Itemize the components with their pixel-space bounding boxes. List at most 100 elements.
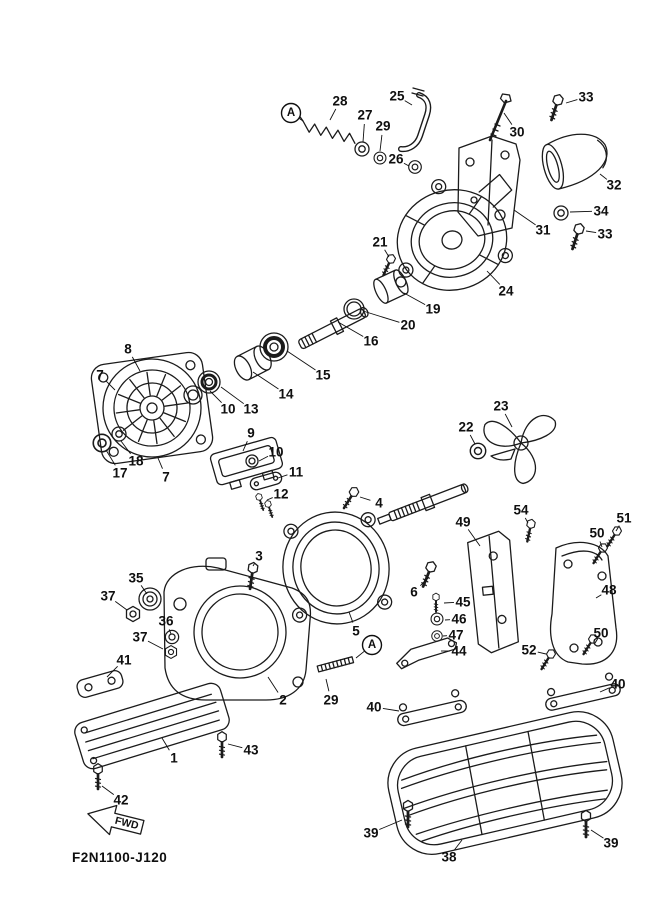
bolt-4 <box>339 484 362 512</box>
bearing-housing-8 <box>90 351 214 465</box>
leader-line <box>106 381 116 391</box>
bracket-41 <box>76 670 124 698</box>
ride-plate-1 <box>74 682 230 770</box>
part-callout-29: 29 <box>375 119 390 134</box>
bolt-33-upper <box>545 91 566 123</box>
part-callout-40: 40 <box>366 700 381 715</box>
leader-line <box>325 678 330 692</box>
part-callout-39: 39 <box>363 826 378 841</box>
part-callout-19: 19 <box>425 302 440 317</box>
washer-22 <box>469 442 487 460</box>
washer-27 <box>354 141 370 157</box>
leader-line <box>359 496 371 501</box>
screws-12 <box>254 491 276 519</box>
part-callout-12: 12 <box>273 487 288 502</box>
leader-line <box>469 434 476 445</box>
ring-10-lower <box>245 454 259 468</box>
leader-line <box>277 474 288 479</box>
diagram-code: F2N1100-J120 <box>72 850 167 865</box>
leader-line <box>131 356 141 372</box>
bracket-40-left <box>397 689 467 727</box>
leader-line <box>227 743 243 749</box>
leader-line <box>379 134 383 152</box>
part-callout-43: 43 <box>243 743 259 758</box>
leader-line <box>420 577 429 586</box>
leader-line <box>114 600 128 611</box>
leader-line <box>362 310 400 323</box>
leader-line <box>599 541 603 548</box>
leader-line <box>467 529 481 547</box>
part-callout-40: 40 <box>610 677 625 692</box>
leader-line <box>384 249 390 258</box>
leader-line <box>595 594 602 599</box>
part-callout-38: 38 <box>441 850 457 865</box>
part-callout-28: 28 <box>332 94 348 109</box>
stud-29 <box>316 656 355 673</box>
part-callout-32: 32 <box>606 178 621 193</box>
bearing-13 <box>197 370 221 394</box>
part-callout-47: 47 <box>448 628 463 643</box>
part-callout-17: 17 <box>112 466 127 481</box>
leader-line <box>403 162 410 167</box>
fwd-arrow-label: FWD <box>114 815 141 833</box>
part-callout-34: 34 <box>593 204 609 219</box>
part-callout-5: 5 <box>352 624 360 639</box>
part-callout-9: 9 <box>247 426 255 441</box>
washer-35 <box>138 587 162 611</box>
reference-markers: AA <box>280 102 383 656</box>
leader-line <box>147 640 164 650</box>
nut-37-lower <box>164 644 178 660</box>
part-callout-24: 24 <box>498 284 514 299</box>
fwd-arrow: FWD <box>87 804 145 836</box>
part-callout-31: 31 <box>535 223 551 238</box>
impeller-duct-5 <box>282 511 393 625</box>
washer-17 <box>92 433 112 453</box>
part-callout-11: 11 <box>289 465 304 480</box>
part-callout-6: 6 <box>410 585 418 600</box>
part-callout-10: 10 <box>220 402 235 417</box>
part-callout-26: 26 <box>388 152 404 167</box>
washer-26 <box>408 160 422 174</box>
leader-line <box>565 99 578 104</box>
part-callout-15: 15 <box>315 368 331 383</box>
part-callout-8: 8 <box>124 342 132 357</box>
part-callout-14: 14 <box>278 387 294 402</box>
washer-29 <box>373 151 387 165</box>
leader-line <box>286 350 316 371</box>
part-callout-37: 37 <box>100 589 115 604</box>
leader-line <box>267 676 279 693</box>
part-callout-48: 48 <box>601 583 617 598</box>
part-callout-4: 4 <box>375 496 383 511</box>
part-callout-39: 39 <box>603 836 618 851</box>
bolt-54 <box>522 517 537 544</box>
housing-fins <box>115 371 189 445</box>
part-callout-37: 37 <box>132 630 147 645</box>
leader-line <box>168 629 172 635</box>
bracket-40-right <box>545 672 621 711</box>
leader-line <box>524 517 529 524</box>
impeller-housing-24 <box>396 173 513 291</box>
part-callout-33: 33 <box>578 90 594 105</box>
steering-nozzle-32 <box>541 133 608 190</box>
bracket-arm-44 <box>396 637 458 670</box>
nut-37-upper <box>125 605 141 623</box>
part-callout-27: 27 <box>357 108 372 123</box>
part-callout-29: 29 <box>323 693 338 708</box>
leader-line <box>504 413 513 428</box>
leader-line <box>404 100 413 106</box>
leader-line <box>106 666 118 678</box>
intake-grate-38 <box>387 711 623 855</box>
part-callout-23: 23 <box>493 399 509 414</box>
part-callout-25: 25 <box>389 89 405 104</box>
drive-shaft-16 <box>298 306 369 350</box>
leader-line <box>443 602 455 604</box>
leader-line <box>599 687 610 693</box>
leader-line <box>537 651 547 655</box>
nozzle-bracket-31 <box>457 135 521 237</box>
svg-text:A: A <box>287 107 295 119</box>
part-callout-30: 30 <box>509 125 524 140</box>
leader-line <box>161 737 170 751</box>
part-callout-7: 7 <box>162 470 170 485</box>
